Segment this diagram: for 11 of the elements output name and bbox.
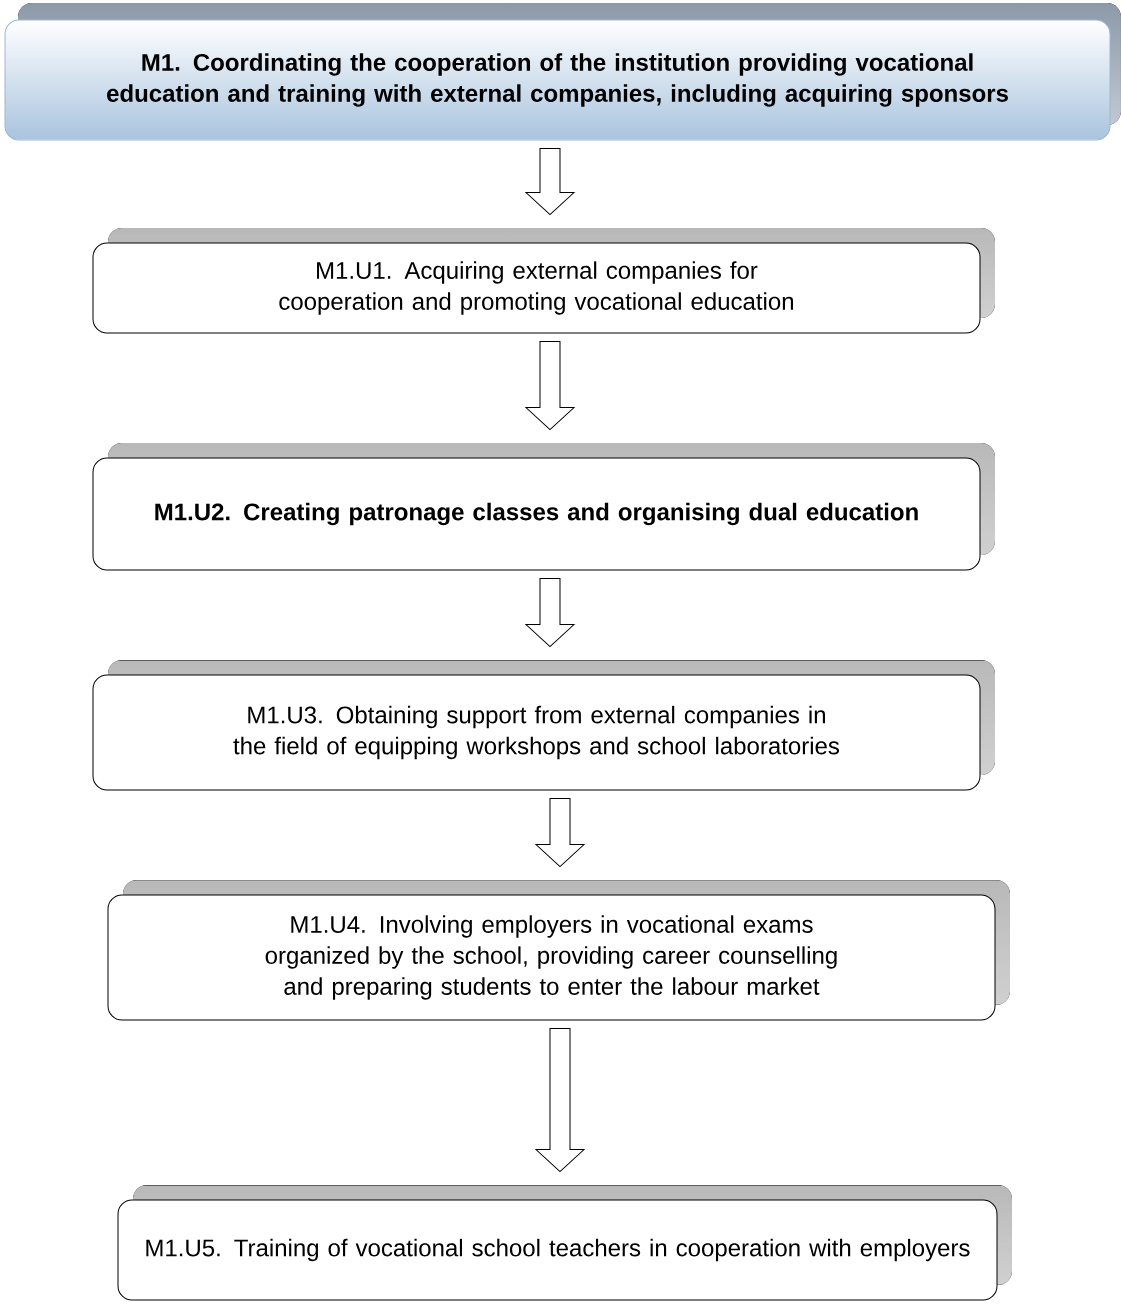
title-box: M1. Coordinating the cooperation of the institution providing vocational education and training with external companies, including acquiring sponsors	[4, 3, 1121, 141]
block-arrow	[535, 1028, 585, 1172]
block-arrow	[525, 341, 575, 430]
block-arrow	[525, 148, 575, 215]
process-box: M1.U4. Involving employers in vocational exams organized by the school, providing career counselling and preparing students to enter the labour market	[107, 880, 1010, 1021]
block-arrow	[525, 578, 575, 647]
process-box: M1.U1. Acquiring external companies for cooperation and promoting vocational education	[92, 228, 995, 334]
process-box: M1.U2. Creating patronage classes and organising dual education	[92, 443, 995, 571]
block-arrow	[535, 798, 585, 867]
process-box: M1.U5. Training of vocational school teachers in cooperation with employers	[117, 1185, 1012, 1301]
process-box: M1.U3. Obtaining support from external companies in the field of equipping workshops and school laboratories	[92, 660, 995, 791]
